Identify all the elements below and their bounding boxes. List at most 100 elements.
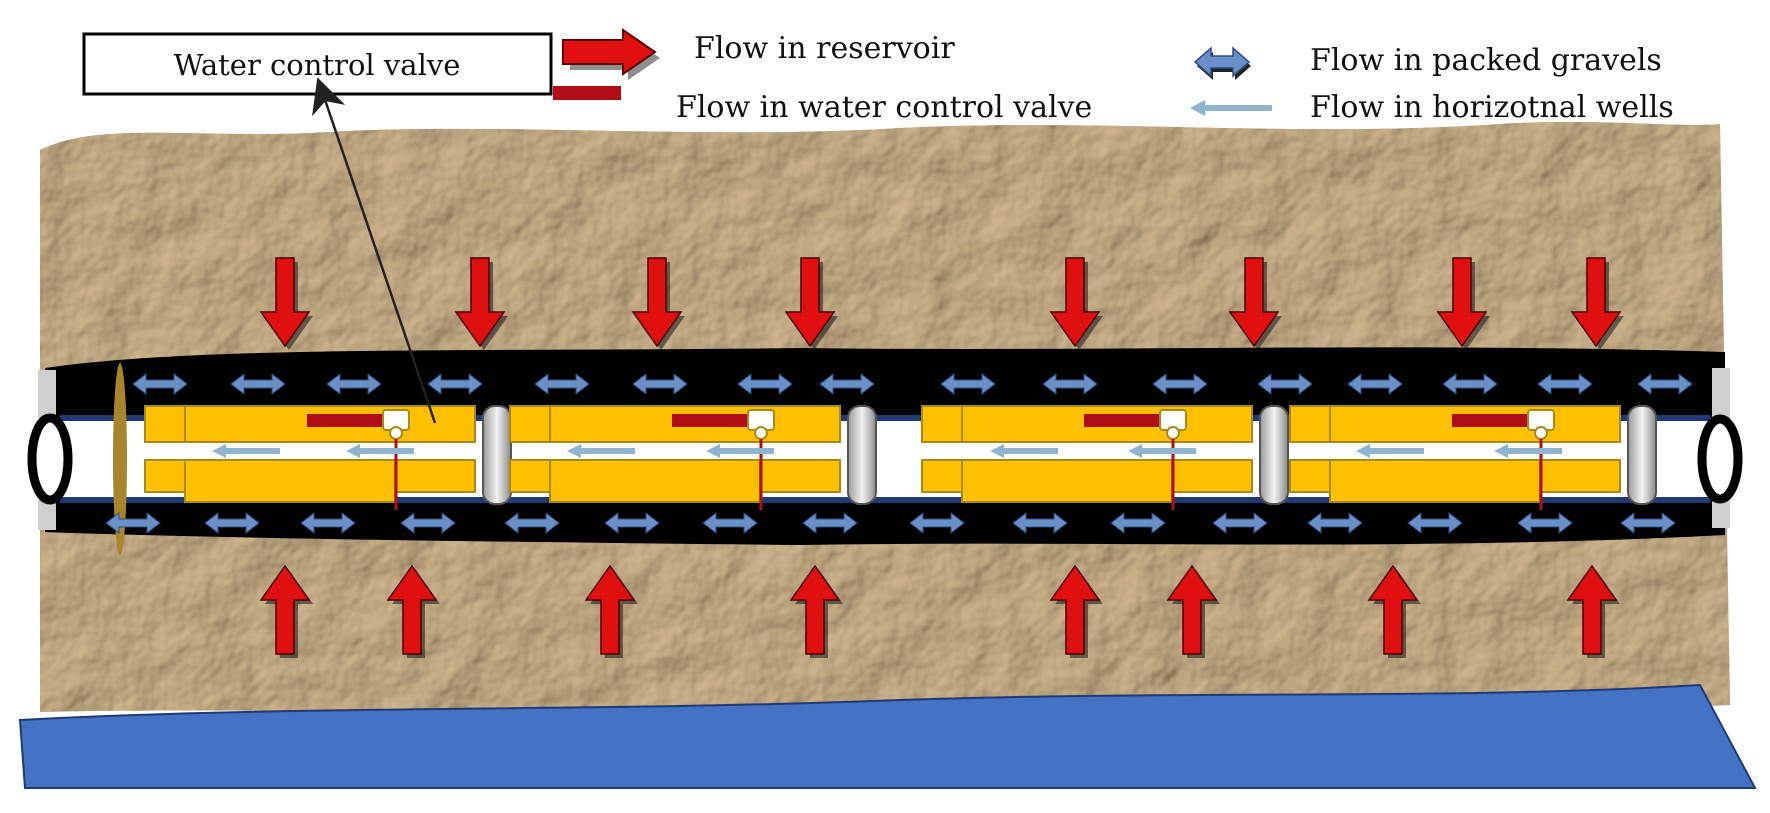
gravel-flow-arrow [427, 372, 483, 396]
gravel-flow-arrow-shape [1517, 511, 1573, 535]
gravel-flow-arrow [400, 511, 456, 535]
gravel-flow-arrow-shape [1042, 372, 1098, 396]
gravel-flow-arrow [604, 511, 660, 535]
gravel-flow-arrow-shape [105, 511, 161, 535]
reservoir-flow-arrow [1367, 564, 1421, 658]
gravel-flow-arrow-shape [1012, 511, 1068, 535]
gravel-flow-arrow [1637, 372, 1693, 396]
screen-segment [1289, 405, 1657, 510]
valve-port [754, 426, 768, 440]
gravel-flow-arrow-shape [1152, 372, 1208, 396]
gravel-flow-arrow-shape [300, 511, 356, 535]
reservoir-arrow-shape [259, 564, 311, 655]
blue-double-arrow-icon [1193, 46, 1251, 80]
red-block-arrow-icon [562, 28, 660, 80]
gravel-flow-arrow [105, 511, 161, 535]
gravel-flow-arrow-shape [400, 511, 456, 535]
gravel-flow-arrow-shape [132, 372, 188, 396]
screen-lower-block [184, 459, 396, 503]
gravel-flow-arrow [1012, 511, 1068, 535]
gravel-flow-arrow-shape [1620, 511, 1676, 535]
well-flow-arrow [1356, 444, 1424, 458]
callout-label: Water control valve [174, 48, 461, 82]
reservoir-flow-arrow [1436, 257, 1490, 350]
gravel-flow-arrow [300, 511, 356, 535]
well-flow-arrow [1128, 444, 1196, 458]
gravel-flow-arrow-shape [702, 511, 758, 535]
legend-valve-label: Flow in water control valve [676, 90, 1092, 125]
gravel-flow-arrow-shape [1407, 511, 1463, 535]
gravel-flow-arrow-shape [534, 372, 590, 396]
gravel-flow-arrow-shape [802, 511, 858, 535]
gravel-flow-arrow-shape [940, 372, 996, 396]
gravel-flow-arrow-shape [1110, 511, 1166, 535]
valve-marker [1452, 414, 1538, 427]
well-flow-arrow [212, 444, 280, 458]
gravel-flow-arrow-shape [1347, 372, 1403, 396]
callout: Water control valve [82, 32, 553, 424]
reservoir-flow-arrow [259, 564, 313, 658]
reservoir-arrow-shape [584, 564, 636, 655]
callout-pointer [312, 77, 437, 424]
reservoir-arrow-shape [259, 257, 311, 348]
gravel-flow-arrow [1110, 511, 1166, 535]
valve-port [1534, 426, 1548, 440]
gravel-flow-arrow-shape [1212, 511, 1268, 535]
gravel-flow-arrow-shape [1307, 511, 1363, 535]
reservoir-flow-arrow [789, 564, 843, 658]
reservoir-arrow-shape [1166, 564, 1218, 655]
reservoir-flow-arrows [259, 257, 1624, 658]
valve-port [1166, 426, 1180, 440]
reservoir-flow-arrow [1566, 564, 1620, 658]
reservoir-arrow-shape [631, 257, 683, 348]
screen-lower-block [549, 459, 761, 503]
reservoir-arrow-shape [1570, 257, 1622, 348]
valve-marker [672, 414, 758, 427]
gravel-flow-arrow [132, 372, 188, 396]
reservoir-arrow-shape [386, 564, 438, 655]
gravel-flow-arrow [1307, 511, 1363, 535]
gravel-flow-arrow [504, 511, 560, 535]
reservoir-flow-arrow [1049, 257, 1103, 350]
reservoir-arrow-shape [789, 564, 841, 655]
screen-segment [144, 405, 512, 510]
reservoir-flow-arrow [631, 257, 685, 350]
legend: Flow in reservoir Flow in packed gravels… [553, 28, 1674, 125]
valve-port [389, 426, 403, 440]
packer [1627, 405, 1657, 505]
reservoir-flow-arrow [454, 257, 508, 350]
gravel-flow-arrow [909, 511, 965, 535]
well-flow-arrow [346, 444, 414, 458]
gravel-flow-arrow [1517, 511, 1573, 535]
completion-segments [144, 405, 1657, 510]
gravel-flow-arrow [534, 372, 590, 396]
well-flow-arrow [990, 444, 1058, 458]
gravel-flow-arrow-shape [427, 372, 483, 396]
packer [1259, 405, 1289, 505]
reservoir-flow-arrow [784, 257, 838, 350]
reservoir-arrow-shape [1436, 257, 1488, 348]
gravel-flow-arrow [737, 372, 793, 396]
gravel-flow-arrow [204, 511, 260, 535]
reservoir-arrow-shape [1049, 257, 1101, 348]
gravel-flow-arrow [802, 511, 858, 535]
gravel-flow-arrow-shape [1257, 372, 1313, 396]
reservoir-arrow-shape [1049, 564, 1101, 655]
gravel-flow-arrow [1347, 372, 1403, 396]
gravel-flow-arrow-shape [1537, 372, 1593, 396]
horizontal-well-flow-arrows [212, 444, 1562, 458]
gravel-flow-arrow [1442, 372, 1498, 396]
water-zone [18, 683, 1757, 789]
reservoir-flow-arrow [259, 257, 313, 350]
reservoir-arrow-shape [784, 257, 836, 348]
screen-lower-block [1329, 459, 1541, 503]
reservoir-arrow-shape [1566, 564, 1618, 655]
gravel-flow-arrow-shape [737, 372, 793, 396]
well-flow-arrow [706, 444, 774, 458]
gravel-flow-arrow-shape [632, 372, 688, 396]
legend-gravels-label: Flow in packed gravels [1310, 43, 1662, 78]
gravel-flow-arrow [1212, 511, 1268, 535]
screen-lower-block [961, 459, 1173, 503]
screen-segment [921, 405, 1289, 510]
